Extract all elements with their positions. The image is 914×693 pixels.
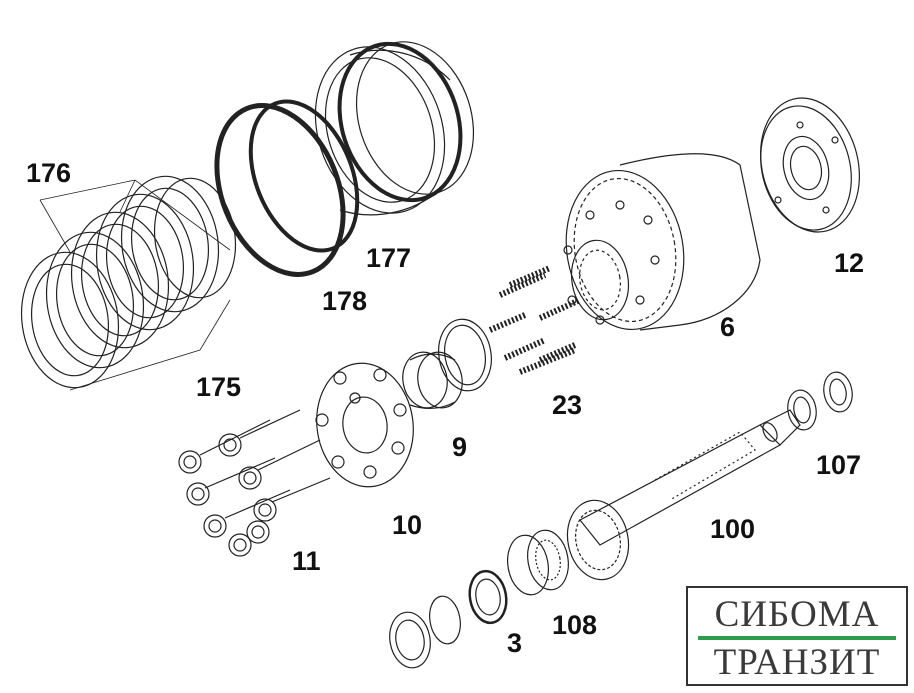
part-label-100: 100 [710, 514, 756, 544]
part-label-108: 108 [552, 610, 598, 640]
retaining-rings [389, 569, 508, 669]
part-label-178: 178 [322, 286, 368, 316]
logo-line-2: ТРАНЗИТ [713, 642, 881, 683]
clutch-disc-pack [20, 175, 237, 391]
port-plate [760, 97, 860, 233]
part-label-177: 177 [366, 243, 412, 273]
part-label-107: 107 [816, 450, 862, 480]
logo-accent-bar [698, 636, 896, 640]
part-label-12: 12 [834, 248, 865, 278]
pistons [178, 409, 331, 557]
part-label-3: 3 [507, 628, 523, 658]
part-label-10: 10 [392, 510, 423, 540]
company-logo: СИБОМА ТРАНЗИТ [686, 586, 908, 686]
part-label-11: 11 [292, 546, 321, 576]
cylinder-block [563, 153, 761, 331]
part-label-6: 6 [720, 312, 736, 342]
springs [488, 265, 582, 375]
spherical-bushing [402, 318, 492, 409]
retainer-plate [315, 362, 414, 488]
tapered-bearing [507, 529, 569, 596]
drive-shaft [566, 409, 801, 581]
part-label-175: 175 [196, 372, 242, 402]
part-label-9: 9 [452, 432, 468, 462]
o-rings [214, 99, 360, 277]
part-label-176: 176 [26, 158, 72, 188]
piston-ring-housing [314, 41, 475, 216]
part-label-23: 23 [552, 390, 583, 420]
logo-line-1: СИБОМА [714, 594, 880, 635]
small-bearing [787, 371, 853, 431]
